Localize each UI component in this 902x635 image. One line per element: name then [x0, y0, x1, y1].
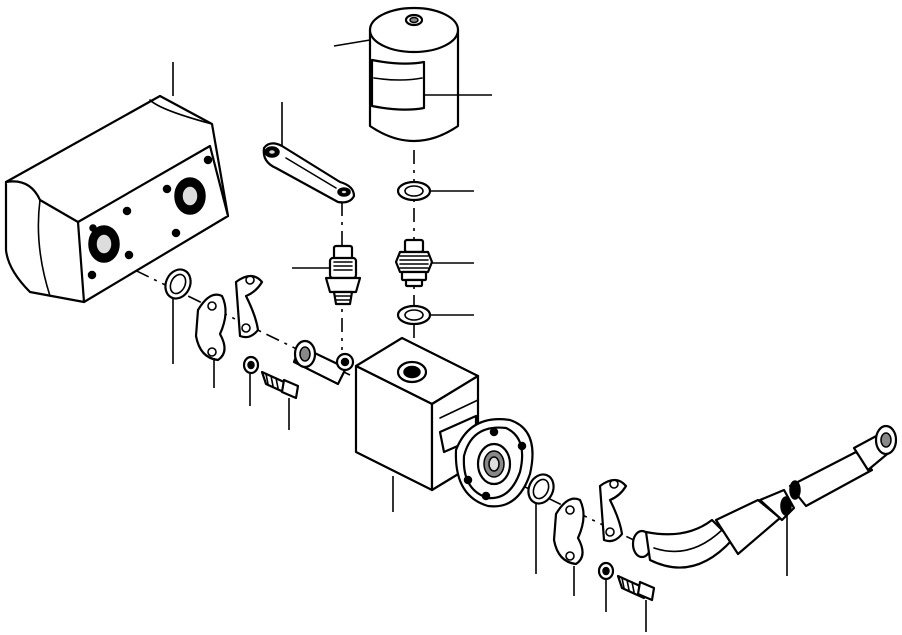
- bolt-right: [597, 561, 656, 602]
- hose-body: [788, 450, 874, 508]
- o-ring-right: [527, 473, 555, 505]
- hose-assembly: [631, 424, 898, 569]
- pump-housing: [4, 94, 230, 304]
- callout-leaders: [172, 39, 788, 632]
- filter-canister: [368, 6, 460, 142]
- adapter-fitting: [394, 238, 434, 288]
- valve-block: [354, 336, 480, 492]
- bolt-left: [242, 355, 300, 400]
- outlet-flange: [438, 414, 534, 508]
- sensor-fitting: [324, 244, 362, 306]
- split-flange-left: [194, 274, 264, 362]
- seal-washer-lower: [396, 304, 432, 326]
- leader-canister: [333, 39, 371, 47]
- tube-fitting-left: [292, 339, 355, 386]
- connecting-link: [262, 142, 356, 204]
- filter-label-plate: [370, 58, 426, 111]
- split-flange-right: [552, 478, 628, 566]
- seal-washer-upper: [396, 180, 432, 202]
- o-ring-left: [164, 268, 192, 300]
